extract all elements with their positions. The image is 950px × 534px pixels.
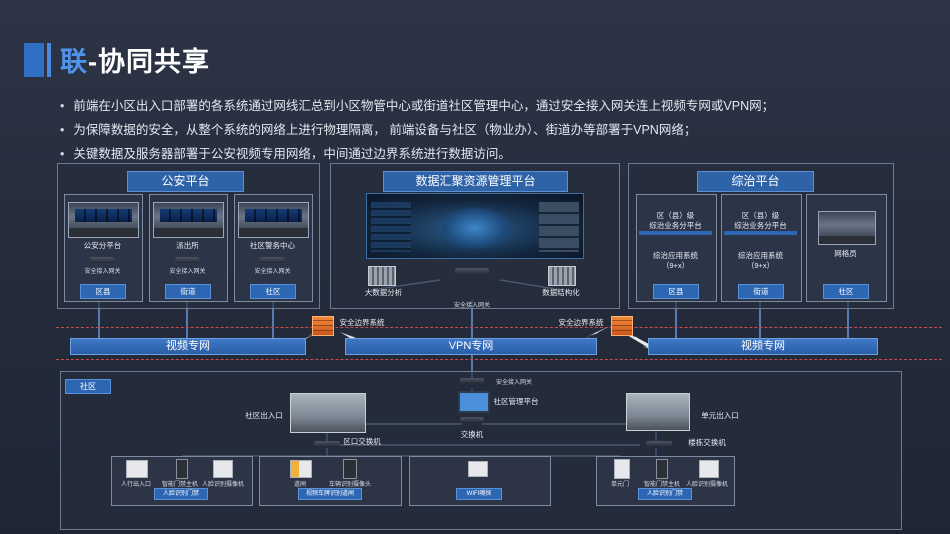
unit-name: 派出所: [176, 241, 199, 250]
gateway-label: 安全接入网关: [254, 269, 291, 275]
building-switch-icon: [646, 441, 672, 447]
app-name-line1: 综治应用系统: [653, 251, 698, 260]
gateway-label: 安全接入网关: [169, 269, 206, 275]
gateway-label: 安全接入网关: [453, 303, 490, 309]
gateway-icon: [460, 378, 484, 384]
device-label: 单元门: [610, 482, 629, 488]
security-boundary-line-bottom: [56, 359, 942, 360]
gateway-icon: [455, 268, 489, 275]
community-tag: 社区: [65, 379, 111, 394]
level-badge: 区县: [80, 284, 126, 299]
zone-switch-icon: [314, 441, 340, 447]
grid-officer-photo: [818, 211, 876, 245]
device-label: 智能门禁主机: [643, 482, 680, 488]
dashboard-photo-icon: [539, 202, 579, 252]
server-icon: [548, 266, 576, 286]
device-label: 人行出入口: [120, 482, 151, 488]
building-entrance-photo: [626, 393, 690, 431]
vpn-network: VPN专网: [345, 338, 597, 355]
device-label: 车辆识别摄像头: [328, 482, 371, 488]
level-badge: 区县: [653, 284, 699, 299]
face-camera-icon: [699, 460, 719, 478]
page-title: 联-协同共享: [60, 47, 210, 77]
level-badge: 社区: [250, 284, 296, 299]
boundary-label: 安全边界系统: [558, 318, 604, 327]
gateway-icon: [260, 257, 284, 263]
device-label: 道闸: [293, 482, 306, 488]
device-label: 智能门禁主机: [161, 482, 198, 488]
gateway-label: 安全接入网关: [495, 380, 532, 386]
bullet-item: 关键数据及服务器部署于公安视频专用网络，中间通过边界系统进行数据访问。: [60, 142, 774, 166]
dashboard-panel-icon: [371, 202, 411, 252]
door-controller-icon: [176, 459, 188, 479]
divider-bar: [639, 231, 712, 235]
unit-name-line1: 区（县）级: [656, 211, 695, 220]
unit-name: 社区警务中心: [250, 241, 295, 250]
command-center-photo: [153, 202, 224, 238]
bullet-list: 前端在小区出入口部署的各系统通过网线汇总到小区物管中心或街道社区管理中心，通过安…: [60, 94, 774, 166]
wifi-sniffer-icon: [468, 461, 488, 477]
security-boundary-line-top: [56, 327, 942, 328]
face-camera-icon: [213, 460, 233, 478]
group-label: 视频车牌识别道闸: [298, 488, 362, 500]
gate-photo: [290, 393, 366, 433]
governance-platform-title: 综治平台: [697, 171, 814, 192]
bullet-item: 前端在小区出入口部署的各系统通过网线汇总到小区物管中心或街道社区管理中心，通过安…: [60, 94, 774, 118]
data-platform-title: 数据汇聚资源管理平台: [383, 171, 568, 192]
barrier-gate-icon: [290, 460, 312, 478]
command-center-photo: [68, 202, 139, 238]
bullet-item: 为保障数据的安全，从整个系统的网络上进行物理隔离， 前端设备与社区（物业办）、街…: [60, 118, 774, 142]
unit-name-line1: 区（县）级: [741, 211, 780, 220]
zone-switch-label: 区口交换机: [343, 437, 381, 446]
device-label: 人脸识别摄像机: [685, 482, 728, 488]
group-label: WIFI嗅探: [456, 488, 502, 500]
unit-door-icon: [614, 459, 630, 479]
gateway-icon: [90, 257, 114, 263]
video-network-left: 视频专网: [70, 338, 306, 355]
app-name-line2: （9+x）: [746, 261, 775, 270]
governance-unit-county: [636, 194, 717, 302]
mgmt-platform-label: 社区管理平台: [493, 397, 539, 406]
building-switch-label: 楼栋交换机: [688, 438, 726, 447]
unit-name: 公安分平台: [83, 241, 122, 250]
big-data-label: 大数据分析: [364, 288, 403, 297]
switch-icon: [460, 417, 484, 423]
police-platform-title: 公安平台: [127, 171, 244, 192]
server-icon: [368, 266, 396, 286]
unit-name-line2: 综治业务分平台: [649, 221, 702, 230]
computer-icon: [458, 391, 490, 413]
level-badge: 社区: [823, 284, 869, 299]
gateway-icon: [175, 257, 199, 263]
gateway-label: 安全接入网关: [84, 269, 121, 275]
unit-name-line2: 综治业务分平台: [734, 221, 787, 230]
structuring-label: 数据结构化: [542, 288, 580, 297]
level-badge: 街道: [165, 284, 211, 299]
app-name-line1: 综治应用系统: [738, 251, 783, 260]
dashboard-map-icon: [437, 206, 513, 250]
entrance-left-label: 社区出入口: [245, 411, 283, 420]
level-badge: 街道: [738, 284, 784, 299]
plate-camera-icon: [343, 459, 357, 479]
command-center-photo: [238, 202, 309, 238]
grid-officer-label: 网格员: [834, 249, 857, 258]
turnstile-icon: [126, 460, 148, 478]
group-label: 人脸识别门禁: [638, 488, 692, 500]
device-label: 人脸识别摄像机: [201, 482, 244, 488]
divider-bar: [724, 231, 797, 235]
switch-label: 交换机: [460, 430, 484, 439]
video-network-right: 视频专网: [648, 338, 878, 355]
boundary-label: 安全边界系统: [339, 318, 385, 327]
firewall-icon: [611, 316, 633, 336]
title-accent-bar: [24, 43, 51, 77]
app-name-line2: （9+x）: [661, 261, 690, 270]
door-controller-icon: [656, 459, 668, 479]
firewall-icon: [312, 316, 334, 336]
dashboard-screenshot: [366, 193, 584, 259]
entrance-right-label: 单元出入口: [701, 411, 739, 420]
group-label: 人脸识别门禁: [154, 488, 208, 500]
